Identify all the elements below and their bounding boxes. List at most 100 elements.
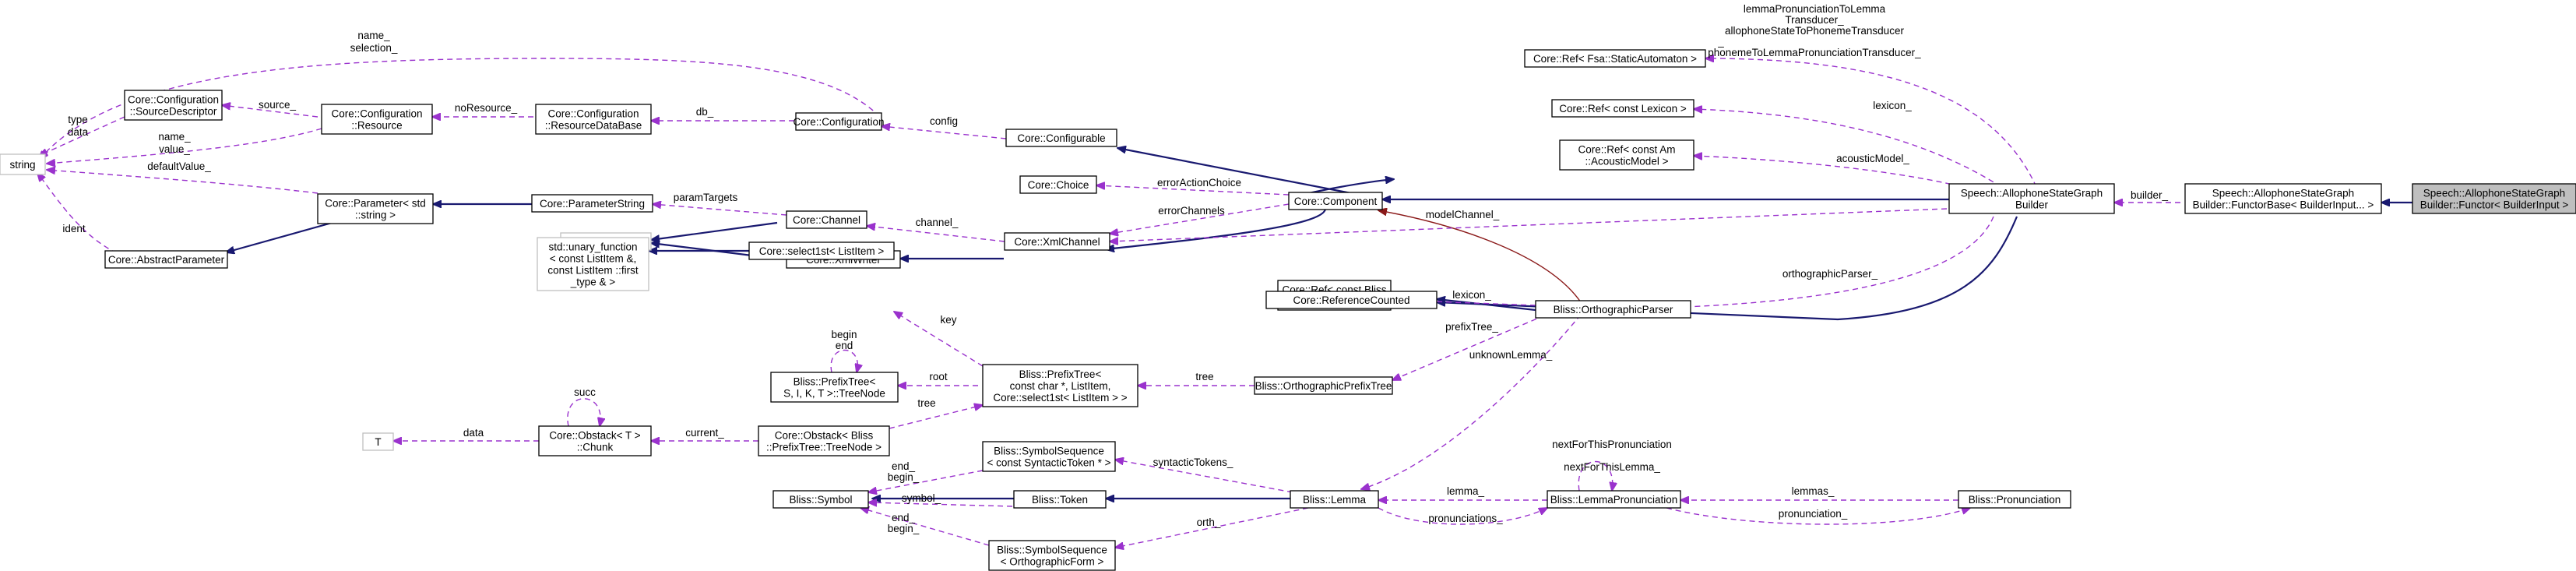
node-label: T (375, 436, 381, 448)
node-label: string (9, 159, 35, 171)
node-choice[interactable]: Core::Choice (1019, 175, 1097, 194)
label-tree-obstack: tree (917, 397, 935, 409)
node-channel[interactable]: Core::Channel (786, 210, 867, 229)
node-label: Speech::AllophoneStateGraph (1961, 188, 2103, 199)
edge-xmlchannel-to-channel (867, 226, 1005, 242)
edge-resource-to-srcdesc (222, 105, 318, 118)
edge-abstractparam-to-string (37, 173, 118, 254)
node-param-string-tpl[interactable]: Core::Parameter< std::string > (317, 193, 434, 224)
node-refcounted[interactable]: Core::ReferenceCounted (1265, 291, 1438, 309)
label-transducer: Transducer_ (1785, 14, 1844, 26)
node-label: ::AcousticModel > (1585, 156, 1669, 167)
node-label: Core::AbstractParameter (108, 254, 225, 266)
node-label: Bliss::LemmaPronunciation (1550, 494, 1678, 506)
node-abstract-param[interactable]: Core::AbstractParameter (104, 250, 228, 269)
svg-text:selection_: selection_ (350, 42, 398, 54)
node-label: Core::Channel (793, 214, 860, 226)
label-lexicon: lexicon_ (1873, 100, 1912, 111)
node-label: Core::Configuration (331, 108, 422, 120)
label-source: source_ (259, 99, 297, 111)
node-label: Bliss::SymbolSequence (997, 545, 1107, 556)
node-orth-parser[interactable]: Bliss::OrthographicParser (1535, 300, 1691, 319)
edge-lemma-to-symseq-orth (1115, 507, 1309, 548)
node-cfg-resource-db[interactable]: Core::Configuration::ResourceDataBase (535, 104, 652, 135)
node-label: Bliss::OrthographicParser (1554, 304, 1673, 315)
label-ident: ident (62, 223, 86, 234)
label-begin: begin (831, 329, 857, 340)
node-configurable[interactable]: Core::Configurable (1005, 129, 1117, 147)
label-db: db_ (696, 106, 714, 118)
node-orth-prefix-tree[interactable]: Bliss::OrthographicPrefixTree (1254, 376, 1393, 395)
node-label: const ListItem ::first (547, 265, 639, 277)
edge-srcdesc-to-string (39, 116, 125, 156)
edge-lemma-to-symseq-synt (1115, 460, 1293, 493)
node-label: Core::Configuration (128, 94, 219, 106)
node-label: Speech::AllophoneStateGraph (2212, 188, 2354, 199)
edge-obstack-to-prefixtree (889, 405, 983, 429)
label-acousticmodel: acousticModel_ (1836, 153, 1909, 164)
node-ref-lexicon[interactable]: Core::Ref< const Lexicon > (1551, 99, 1694, 118)
node-label: Bliss::PrefixTree< (794, 376, 876, 388)
label-channel: channel_ (916, 217, 959, 228)
node-prefixtree[interactable]: Bliss::PrefixTree<const char *, ListItem… (982, 364, 1138, 407)
label-erroractionchoice: errorActionChoice (1157, 177, 1241, 189)
node-unary-function[interactable]: std::unary_function< const ListItem &,co… (537, 237, 649, 291)
edge-component-to-xmlchannel (1106, 208, 1327, 249)
node-token[interactable]: Bliss::Token (1013, 490, 1107, 509)
svg-text:end: end (836, 340, 853, 351)
node-select1st[interactable]: Core::select1st< ListItem > (748, 241, 895, 260)
node-functor-base[interactable]: Speech::AllophoneStateGraphBuilder::Func… (2184, 183, 2382, 214)
node-chunk[interactable]: Core::Obstack< T >::Chunk (538, 425, 652, 456)
node-label: Bliss::Symbol (789, 494, 852, 506)
node-configuration[interactable]: Core::Configuration (793, 112, 885, 131)
label-lexicon-orth: lexicon_ (1452, 289, 1491, 301)
svg-text:data: data (68, 126, 89, 138)
node-functor[interactable]: Speech::AllophoneStateGraphBuilder::Func… (2412, 183, 2576, 214)
label-nextforthispronunciation: nextForThisPronunciation (1552, 439, 1672, 450)
edge-builder-to-ref-fsa (1705, 58, 2037, 188)
node-param-string[interactable]: Core::ParameterString (531, 194, 653, 213)
label-config: config (930, 115, 958, 127)
node-label: Core::ReferenceCounted (1293, 294, 1409, 306)
svg-text:Transducer_: Transducer_ (1785, 14, 1844, 26)
svg-text:end_: end_ (892, 460, 916, 472)
node-ref-fsa[interactable]: Core::Ref< Fsa::StaticAutomaton > (1524, 49, 1706, 68)
node-symbol[interactable]: Bliss::Symbol (772, 490, 869, 509)
node-lemma[interactable]: Bliss::Lemma (1290, 490, 1379, 509)
node-cfg-resource[interactable]: Core::Configuration::Resource (321, 104, 433, 135)
node-label: < const SyntacticToken * > (987, 457, 1110, 469)
node-src-desc[interactable]: Core::Configuration::SourceDescriptor (124, 90, 223, 121)
node-obstack[interactable]: Core::Obstack< Bliss::PrefixTree::TreeNo… (758, 425, 890, 456)
node-label: Bliss::Pronunciation (1969, 494, 2061, 506)
node-label: Core::Component (1294, 196, 1378, 207)
svg-text:allophoneStateToPhonemeTransdu: allophoneStateToPhonemeTransducer (1725, 25, 1904, 37)
label-name2: name_ (158, 131, 191, 143)
node-lemma-pron[interactable]: Bliss::LemmaPronunciation (1547, 490, 1681, 509)
node-ref-am[interactable]: Core::Ref< const Am::AcousticModel > (1559, 139, 1694, 171)
label-defaultvalue: defaultValue_ (147, 160, 211, 172)
node-label: Core::Choice (1028, 179, 1089, 191)
node-xmlchannel[interactable]: Core::XmlChannel (1004, 232, 1110, 251)
edge-component-to-xmlchannel (1110, 203, 1290, 234)
edge-channel-to-ostream (651, 221, 778, 240)
label-end-synt: end_ (892, 460, 916, 472)
node-symseq-synt[interactable]: Bliss::SymbolSequence< const SyntacticTo… (982, 441, 1116, 472)
label-modelchannel: modelChannel_ (1426, 209, 1500, 220)
svg-text:name_: name_ (357, 30, 390, 41)
node-component[interactable]: Core::Component (1288, 192, 1383, 210)
node-pronunciation[interactable]: Bliss::Pronunciation (1958, 490, 2071, 509)
edge-labels: name_ selection_ type data source_ name_… (62, 3, 2168, 534)
svg-text:type: type (68, 114, 88, 125)
edge-builder-to-orthparser (1637, 216, 1994, 308)
edge-orthparser-to-lemma (1361, 314, 1582, 489)
label-pronunciation: pronunciation_ (1779, 508, 1848, 520)
label-key: key (940, 314, 956, 326)
node-T[interactable]: T (362, 432, 394, 451)
label-data: data (68, 126, 89, 138)
node-treenode[interactable]: Bliss::PrefixTree<S, I, K, T >::TreeNode (770, 372, 899, 403)
edge-resource-to-string (47, 128, 322, 164)
node-string[interactable]: string (0, 153, 46, 175)
label-underscore: _ (1717, 36, 1724, 48)
node-symseq-orth[interactable]: Bliss::SymbolSequence< OrthographicForm … (988, 540, 1116, 571)
